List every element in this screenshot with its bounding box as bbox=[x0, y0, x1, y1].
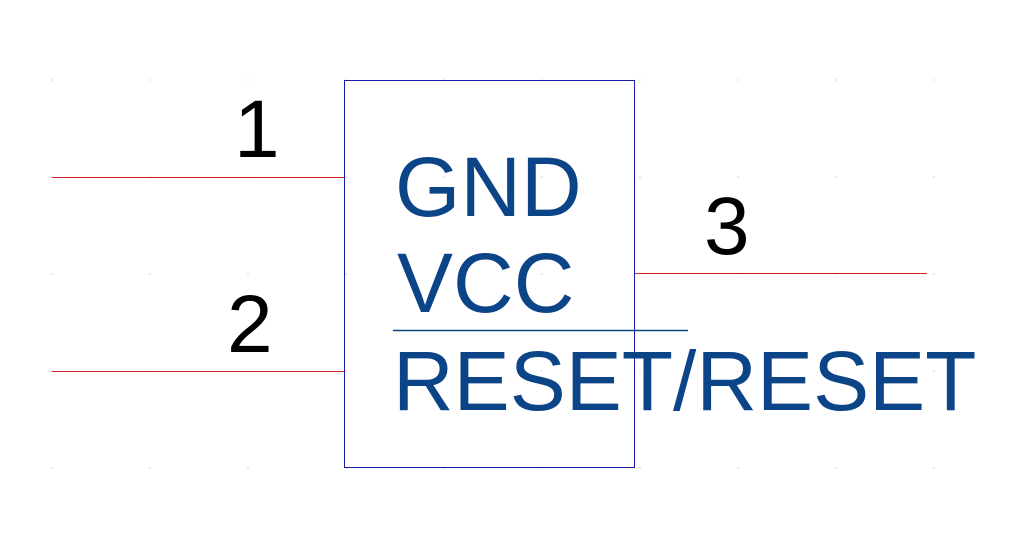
grid-dot bbox=[933, 467, 935, 469]
pin-1-name: GND bbox=[395, 140, 582, 234]
grid-dot bbox=[639, 176, 641, 178]
grid-dot bbox=[345, 273, 347, 275]
grid-dot bbox=[247, 467, 249, 469]
grid-dot bbox=[541, 176, 543, 178]
pin-3-number: 3 bbox=[704, 181, 750, 272]
grid-dot bbox=[737, 176, 739, 178]
grid-dot bbox=[345, 176, 347, 178]
pin-2-number: 2 bbox=[227, 279, 273, 370]
grid-dot bbox=[541, 370, 543, 372]
grid-dot bbox=[835, 79, 837, 81]
grid-dot bbox=[443, 176, 445, 178]
grid-dot bbox=[639, 467, 641, 469]
grid-dot bbox=[51, 467, 53, 469]
grid-dot bbox=[933, 79, 935, 81]
grid-dot bbox=[149, 467, 151, 469]
grid-dot bbox=[247, 273, 249, 275]
grid-dot bbox=[835, 176, 837, 178]
grid-dot bbox=[737, 79, 739, 81]
grid-dot bbox=[639, 79, 641, 81]
grid-dot bbox=[737, 467, 739, 469]
grid-dot bbox=[247, 79, 249, 81]
grid-dot bbox=[443, 273, 445, 275]
grid-dot bbox=[737, 370, 739, 372]
grid-dot bbox=[149, 79, 151, 81]
pin-2-name: VCC bbox=[397, 236, 574, 330]
pin-3-name: RESET/RESET bbox=[393, 334, 976, 428]
grid-dot bbox=[149, 273, 151, 275]
grid-dot bbox=[541, 273, 543, 275]
grid-dot bbox=[345, 370, 347, 372]
grid-dot bbox=[933, 176, 935, 178]
grid-dot bbox=[835, 370, 837, 372]
grid-dot bbox=[51, 273, 53, 275]
component-body[interactable] bbox=[344, 80, 635, 468]
grid-dot bbox=[639, 370, 641, 372]
grid-dot bbox=[933, 273, 935, 275]
grid-dot bbox=[933, 370, 935, 372]
grid-dot bbox=[835, 467, 837, 469]
pin-1-number: 1 bbox=[234, 84, 280, 175]
grid-dot bbox=[443, 370, 445, 372]
grid-dot bbox=[51, 79, 53, 81]
